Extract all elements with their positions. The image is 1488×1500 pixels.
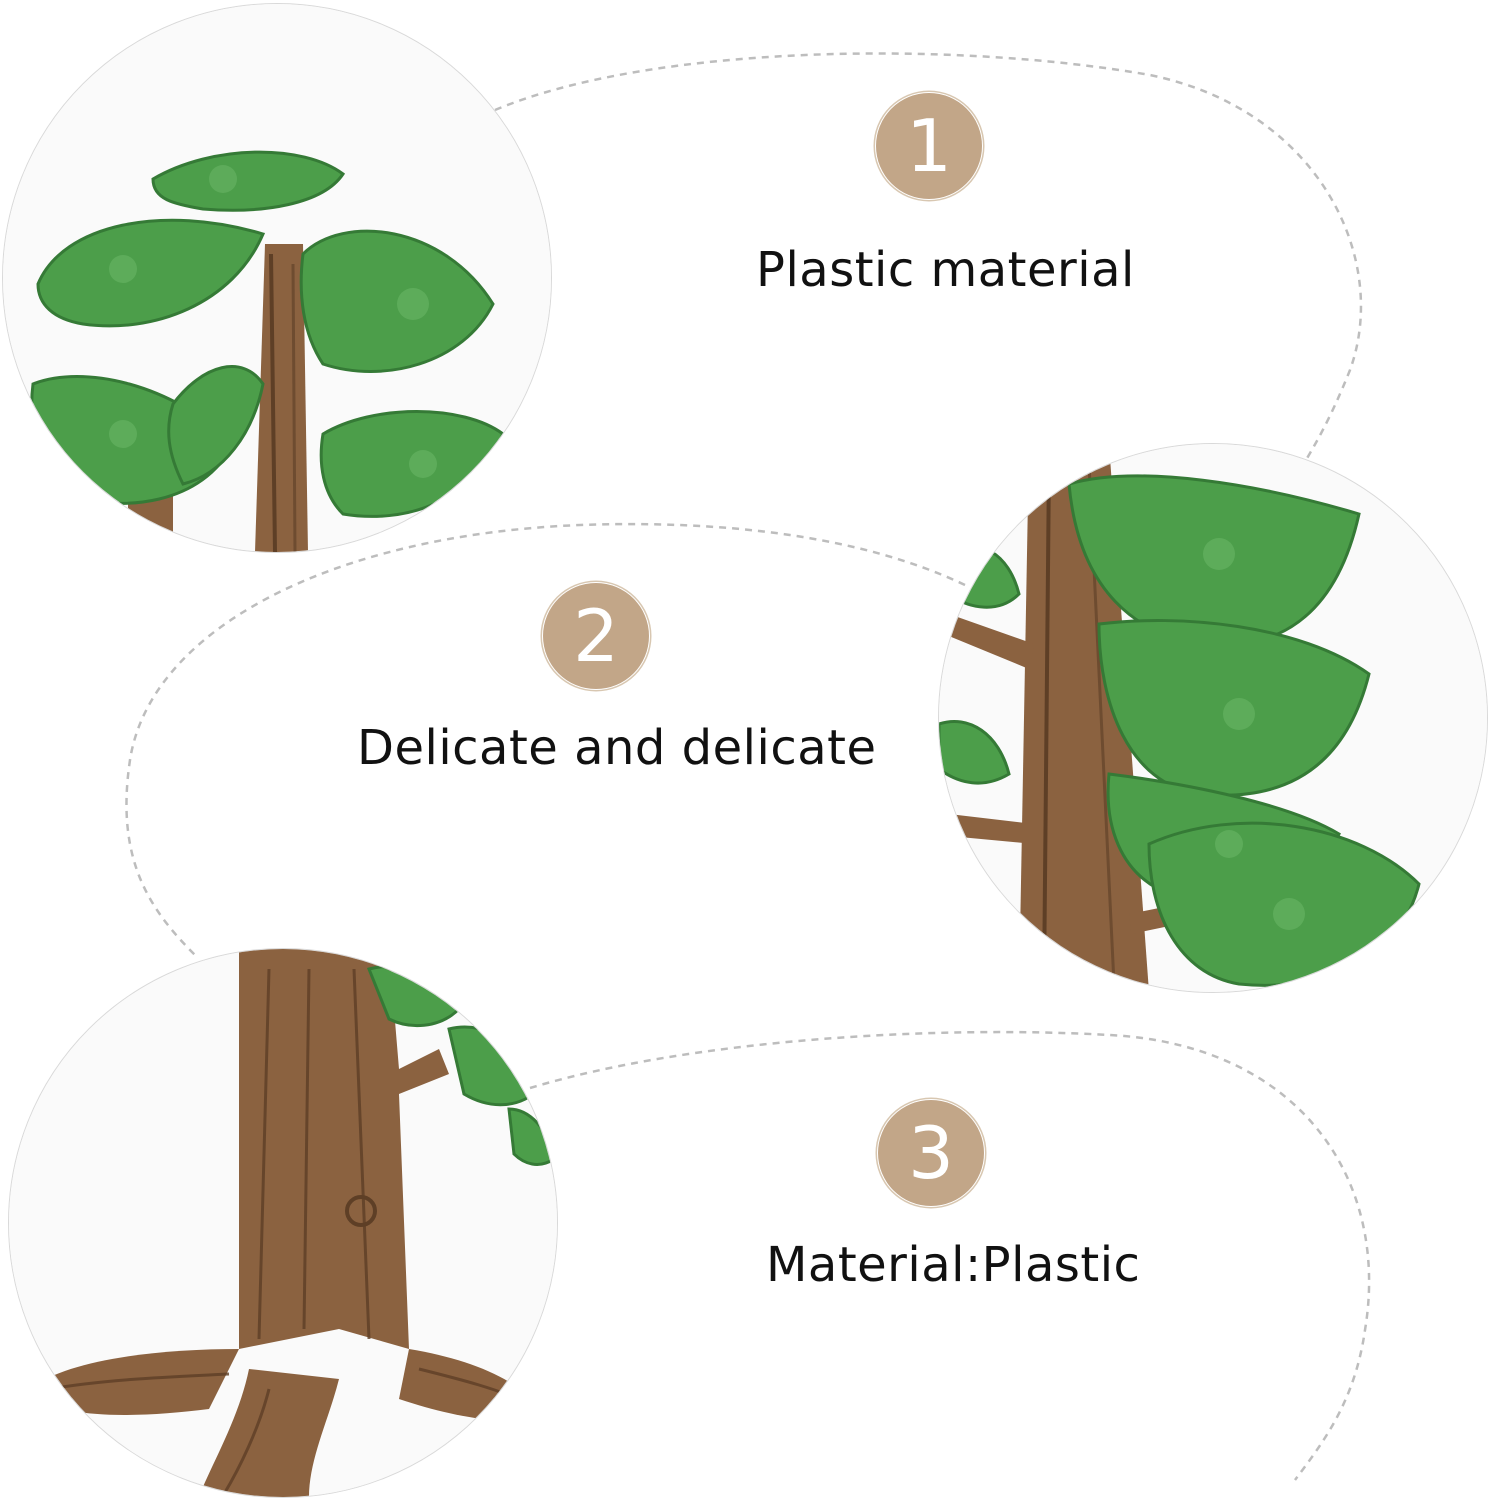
- feature-1-label: Plastic material: [756, 242, 1135, 298]
- photo-tree-branches: [938, 443, 1488, 993]
- tree-branches-illustration: [939, 444, 1487, 992]
- feature-3-number-badge: 3: [878, 1100, 984, 1206]
- feature-2-label: Delicate and delicate: [357, 720, 877, 776]
- feature-1-number-badge: 1: [876, 93, 982, 199]
- photo-tree-base: [8, 948, 558, 1498]
- dashed-loop-3: [529, 1030, 1371, 1481]
- tree-base-illustration: [9, 949, 557, 1497]
- dashed-loop-2: [125, 522, 966, 956]
- feature-2-number-badge: 2: [543, 583, 649, 689]
- tree-canopy-illustration: [3, 4, 551, 552]
- dashed-loop-1: [494, 52, 1363, 471]
- feature-3-label: Material:Plastic: [766, 1237, 1141, 1293]
- photo-tree-canopy: [2, 3, 552, 553]
